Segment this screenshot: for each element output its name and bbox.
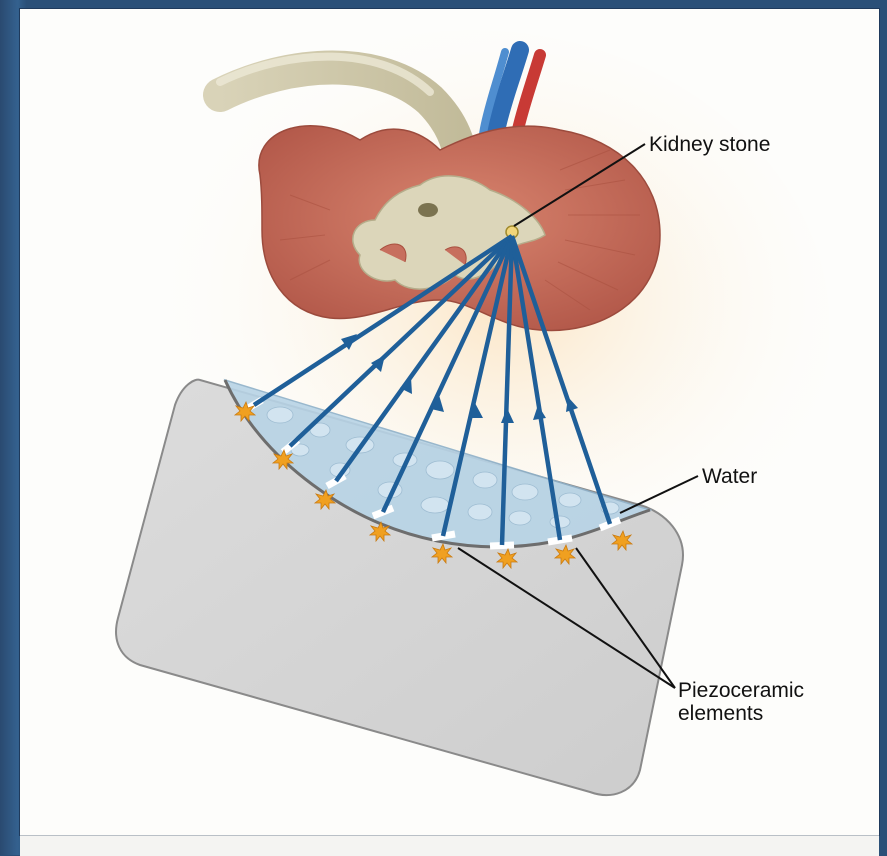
water-label: Water: [702, 465, 757, 488]
piezoceramic-label: Piezoceramic elements: [678, 679, 804, 725]
piezo-element: [490, 545, 514, 546]
kidney-stone-label: Kidney stone: [649, 133, 770, 156]
piezo-label-line1: Piezoceramic: [678, 679, 804, 702]
pelvis-opening: [418, 203, 438, 217]
piezo-label-line2: elements: [678, 702, 804, 725]
